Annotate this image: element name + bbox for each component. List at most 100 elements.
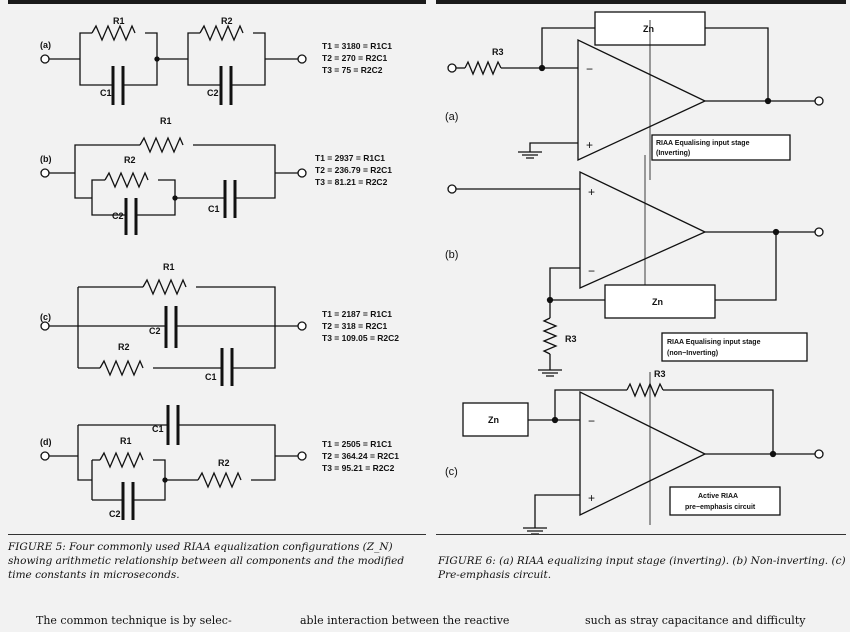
opamp-6a <box>577 38 707 162</box>
svg-text:R3: R3 <box>654 369 666 379</box>
svg-text:C2: C2 <box>207 88 219 98</box>
body-text: The common technique is by selec- able i… <box>0 612 850 632</box>
svg-text:RIAA Equalising input stage: RIAA Equalising input stage <box>656 140 750 147</box>
svg-text:Active RIAA: Active RIAA <box>698 493 738 500</box>
svg-text:(c): (c) <box>445 466 458 478</box>
svg-text:R2: R2 <box>118 342 130 352</box>
svg-text:(a): (a) <box>445 111 458 123</box>
ground-6c <box>523 494 580 535</box>
svg-text:T3 = 81.21 = R2C2: T3 = 81.21 = R2C2 <box>315 177 388 187</box>
capacitor-c2-5c <box>164 306 178 348</box>
body-col-3: such as stray capacitance and difficulty <box>585 614 806 627</box>
circuit-6b: + − Zn R3 (b) RIAA Equalising input stag… <box>445 155 824 377</box>
svg-text:R2: R2 <box>124 155 136 165</box>
zn-box-6b <box>604 284 716 319</box>
resistor-r2-5b <box>104 171 149 189</box>
svg-text:−: − <box>588 264 595 278</box>
resistor-r3-6b <box>542 317 558 355</box>
resistor-r2-5a <box>199 24 244 42</box>
svg-text:(c): (c) <box>40 312 51 322</box>
svg-text:RIAA Equalising input stage: RIAA Equalising input stage <box>667 339 761 346</box>
figure-6-schematics: Zn R3 − + (a) RIAA Equalising input stag… <box>445 11 824 535</box>
capacitor-c1-5b <box>223 180 237 218</box>
label-5a: (a) <box>40 40 51 50</box>
circuit-5a: (a) R1 C1 R2 C2 T1 = 3180 = R1C1 T2 = 27… <box>40 16 392 105</box>
circuit-6a: Zn R3 − + (a) RIAA Equalising input stag… <box>445 11 824 180</box>
svg-text:R3: R3 <box>565 334 577 344</box>
caption-rule-right <box>436 534 846 535</box>
ground-6b <box>538 354 562 377</box>
svg-text:(non−Inverting): (non−Inverting) <box>667 350 718 357</box>
svg-text:T1 = 3180 = R1C1: T1 = 3180 = R1C1 <box>322 41 392 51</box>
svg-text:+: + <box>586 138 593 152</box>
body-col-2: able interaction between the reactive <box>300 614 510 627</box>
svg-text:Zn: Zn <box>643 24 654 34</box>
figure-6-caption: FIGURE 6: (a) RIAA equalizing input stag… <box>438 555 846 581</box>
svg-text:T3 = 109.05 = R2C2: T3 = 109.05 = R2C2 <box>322 333 399 343</box>
svg-text:T1 = 2937 = R1C1: T1 = 2937 = R1C1 <box>315 153 385 163</box>
svg-text:T3 = 95.21 = R2C2: T3 = 95.21 = R2C2 <box>322 463 395 473</box>
capacitor-c1-5d <box>166 405 180 445</box>
svg-text:T2 = 318 = R2C1: T2 = 318 = R2C1 <box>322 321 387 331</box>
svg-text:+: + <box>588 185 595 199</box>
svg-text:T3 = 75 = R2C2: T3 = 75 = R2C2 <box>322 65 383 75</box>
resistor-r1-5d <box>99 451 144 469</box>
svg-text:R1: R1 <box>113 16 125 26</box>
svg-text:R2: R2 <box>218 458 230 468</box>
svg-text:C1: C1 <box>205 372 217 382</box>
caption-rule-left <box>8 534 426 535</box>
svg-text:C1: C1 <box>208 204 220 214</box>
capacitor-c2-5a <box>219 66 233 105</box>
resistor-r1-5c <box>142 278 187 296</box>
svg-text:T2 = 364.24 = R2C1: T2 = 364.24 = R2C1 <box>322 451 399 461</box>
circuit-6c: Zn R3 − + (c) Active RIAA pre−emphasis c… <box>445 369 824 535</box>
resistor-r2-5c <box>99 359 144 377</box>
body-col-1: The common technique is by selec- <box>36 614 232 627</box>
svg-text:(b): (b) <box>445 249 458 261</box>
opamp-6c <box>579 390 707 517</box>
capacitor-c2-5b <box>124 198 138 235</box>
svg-text:(b): (b) <box>40 154 52 164</box>
opamp-6b <box>579 170 707 290</box>
zn-box-6c <box>462 402 529 437</box>
svg-text:pre−emphasis circuit: pre−emphasis circuit <box>685 504 756 511</box>
circuit-5c: (c) R1 C2 R2 C1 T1 = 2187 = R1C1 T2 = 31… <box>40 262 399 386</box>
svg-text:R1: R1 <box>160 116 172 126</box>
svg-text:R1: R1 <box>120 436 132 446</box>
ground-6a <box>518 142 578 159</box>
svg-text:Zn: Zn <box>652 297 663 307</box>
capacitor-c2-5d <box>121 482 135 520</box>
figure-5-schematics: (a) R1 C1 R2 C2 T1 = 3180 = R1C1 T2 = 27… <box>40 16 399 520</box>
svg-text:R1: R1 <box>163 262 175 272</box>
svg-text:−: − <box>588 414 595 428</box>
resistor-r1-5b <box>139 136 184 154</box>
resistor-r1-5a <box>91 24 136 42</box>
svg-text:+: + <box>588 491 595 505</box>
svg-text:T1 = 2505 = R1C1: T1 = 2505 = R1C1 <box>322 439 392 449</box>
caption-box-6c <box>669 486 781 516</box>
svg-text:Zn: Zn <box>488 415 499 425</box>
caption-box-6a <box>651 134 791 161</box>
resistor-r3-6c <box>626 382 664 398</box>
svg-text:C2: C2 <box>149 326 161 336</box>
capacitor-c1-5a <box>111 66 125 105</box>
svg-text:R2: R2 <box>221 16 233 26</box>
resistor-r3-6a <box>464 60 502 76</box>
svg-text:C2: C2 <box>112 211 124 221</box>
svg-text:C1: C1 <box>152 424 164 434</box>
circuit-5d: (d) C1 R1 C2 R2 T1 = 2505 = R1C1 T2 = 36… <box>40 405 399 520</box>
svg-text:−: − <box>586 62 593 76</box>
svg-text:C1: C1 <box>100 88 112 98</box>
resistor-r2-5d <box>197 471 242 489</box>
caption-box-6b <box>661 332 808 362</box>
svg-text:(d): (d) <box>40 437 52 447</box>
svg-text:T2 = 270 = R2C1: T2 = 270 = R2C1 <box>322 53 387 63</box>
circuit-5b: (b) R1 R2 C2 C1 T1 = 2937 = R1C1 T2 = 23… <box>40 116 392 235</box>
figure-5-caption: FIGURE 5: Four commonly used RIAA equali… <box>8 541 405 581</box>
capacitor-c1-5c <box>220 348 234 386</box>
svg-text:T1 = 2187 = R1C1: T1 = 2187 = R1C1 <box>322 309 392 319</box>
svg-text:(Inverting): (Inverting) <box>656 150 690 157</box>
top-rule-left <box>8 0 426 4</box>
top-rule-right <box>436 0 846 4</box>
svg-text:T2 = 236.79 = R2C1: T2 = 236.79 = R2C1 <box>315 165 392 175</box>
